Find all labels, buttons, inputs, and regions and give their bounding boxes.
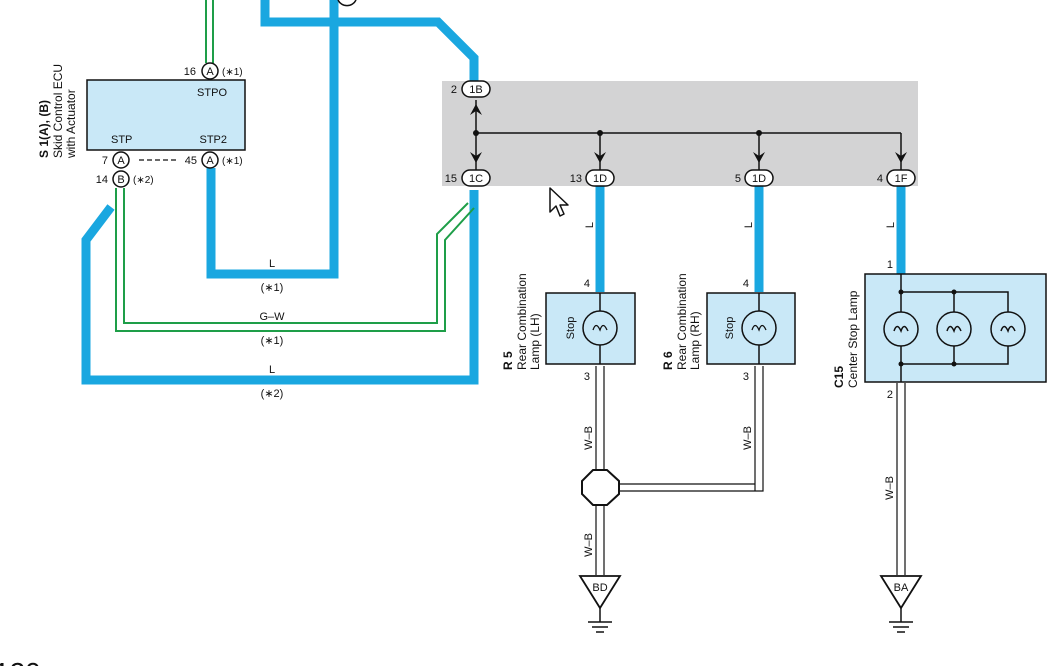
pin-5: 5 bbox=[735, 173, 741, 185]
ecu-note-45: (∗1) bbox=[222, 156, 243, 167]
wire-label-r6-in: L bbox=[743, 222, 755, 228]
r6-pin-out: 3 bbox=[743, 371, 749, 383]
mouse-cursor-icon bbox=[549, 187, 569, 217]
ecu-conn-a-7: A bbox=[117, 155, 125, 167]
r6-name: Rear Combination bbox=[675, 273, 689, 370]
r5-name: Rear Combination bbox=[515, 273, 529, 370]
wire-label-c15-in: L bbox=[885, 222, 897, 228]
r6-code: R 6 bbox=[661, 351, 675, 370]
wb-wires bbox=[595, 366, 906, 575]
ecu-stp-label: STP bbox=[111, 134, 132, 146]
wire-gw-inner bbox=[123, 188, 469, 324]
ecu-code: S 1(A), (B) bbox=[37, 100, 51, 158]
ecu-name: Skid Control ECU bbox=[51, 64, 65, 158]
c15-lamp: 1 2 C15 Center Stop Lamp bbox=[832, 259, 1047, 401]
wire-label-c15-out: W–B bbox=[884, 476, 896, 500]
wire-stp2-loop bbox=[206, 0, 339, 279]
blue-wires bbox=[81, 0, 906, 385]
wire-label-r5-gnd: W–B bbox=[583, 533, 595, 557]
r6-lamp: Stop 4 3 R 6 Rear Combination Lamp (RH) bbox=[661, 273, 796, 383]
r5-pin-in: 4 bbox=[584, 278, 590, 290]
r5-lamp: Stop 4 3 R 5 Rear Combination Lamp (LH) bbox=[501, 273, 636, 383]
ecu-conn-b-14: B bbox=[117, 174, 124, 186]
c15-name: Center Stop Lamp bbox=[846, 290, 860, 388]
ecu-pin-7: 7 bbox=[102, 155, 108, 167]
wire-label-r5-in: L bbox=[584, 222, 596, 228]
wire-l-star2 bbox=[81, 190, 479, 385]
page-number: 120 bbox=[0, 657, 41, 666]
wire-label-l1: L bbox=[269, 258, 275, 270]
c15-code: C15 bbox=[832, 366, 846, 388]
pin-4: 4 bbox=[877, 173, 883, 185]
ecu-pin-14: 14 bbox=[96, 174, 108, 186]
r5-pin-out: 3 bbox=[584, 371, 590, 383]
r6-pin-in: 4 bbox=[743, 278, 749, 290]
conn-1d-b: 1D bbox=[752, 173, 766, 185]
r5-stop-label: Stop bbox=[565, 317, 577, 340]
splice-point bbox=[581, 469, 620, 506]
wire-note-gw: (∗1) bbox=[261, 335, 284, 347]
wire-top-loop bbox=[260, 0, 479, 84]
conn-1d-a: 1D bbox=[593, 173, 607, 185]
ecu-name-2: with Actuator bbox=[64, 89, 78, 159]
ecu-note-14: (∗2) bbox=[133, 175, 154, 186]
ground-ba: BA bbox=[879, 575, 923, 633]
r6-stop-label: Stop bbox=[724, 317, 736, 340]
pin-13: 13 bbox=[570, 173, 582, 185]
wire-label-l2: L bbox=[269, 364, 275, 376]
c15-pin-out: 2 bbox=[887, 389, 893, 401]
ecu-pin-16: 16 bbox=[184, 66, 196, 78]
ecu-stp2-label: STP2 bbox=[199, 134, 227, 146]
r6-name-2: Lamp (RH) bbox=[688, 311, 702, 370]
conn-1f: 1F bbox=[895, 173, 908, 185]
conn-1b: 1B bbox=[469, 84, 482, 96]
ground-ba-label: BA bbox=[894, 582, 909, 594]
ground-bd-label: BD bbox=[592, 582, 607, 594]
ecu-conn-a-16: A bbox=[206, 66, 214, 78]
wire-label-gw: G–W bbox=[259, 311, 285, 323]
wire-label-r6-out: W–B bbox=[742, 426, 754, 450]
wire-gw-outer bbox=[115, 188, 475, 332]
wire-note-l2: (∗2) bbox=[261, 388, 284, 400]
skid-control-ecu: STPO STP STP2 16 A (∗1) 7 A 45 A (∗1) 14… bbox=[37, 62, 246, 188]
ecu-stpo-label: STPO bbox=[197, 87, 227, 99]
wire-label-r5-out: W–B bbox=[583, 426, 595, 450]
pin-15: 15 bbox=[445, 173, 457, 185]
junction-connectors: 1B 2 1C 15 1D 13 1D 5 1F 4 bbox=[445, 80, 916, 187]
ecu-pin-45: 45 bbox=[185, 155, 197, 167]
wire-note-l1: (∗1) bbox=[261, 282, 284, 294]
ecu-conn-a-45: A bbox=[206, 155, 214, 167]
r5-code: R 5 bbox=[501, 351, 515, 370]
conn-1c: 1C bbox=[469, 173, 483, 185]
green-wires bbox=[115, 0, 475, 332]
pin-2: 2 bbox=[451, 84, 457, 96]
c15-pin-in: 1 bbox=[887, 259, 893, 271]
ecu-note-16: (∗1) bbox=[222, 67, 243, 78]
ground-bd: BD bbox=[578, 575, 622, 633]
r5-name-2: Lamp (LH) bbox=[528, 313, 542, 370]
